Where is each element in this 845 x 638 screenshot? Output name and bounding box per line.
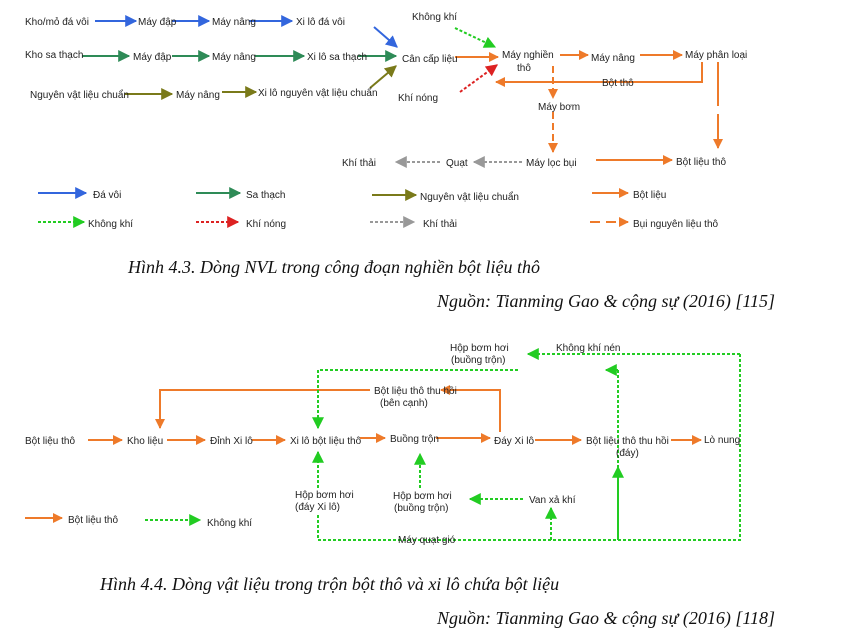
legend-label-dust: Bụi nguyên liệu thô (633, 219, 719, 230)
node-fan: Quạt (446, 158, 468, 169)
node-elevator-2: Máy nâng (212, 52, 256, 63)
node-silo: Xi lô bột liệu thô (290, 436, 362, 447)
legend-fig2: Bột liệu thô Không khí (25, 513, 252, 529)
node-steam-box-top-line2: (buồng trộn) (451, 354, 505, 366)
legend-label-std: Nguyên vật liệu chuẩn (420, 191, 519, 203)
arrow-air-in (454, 27, 497, 48)
node-crusher-2: Máy đập (133, 52, 172, 63)
air-top-loop (312, 369, 518, 430)
arrow-side-storage (155, 389, 370, 429)
legend-fig1: Đá vôi Sa thạch Nguyên vật liệu chuẩn Bộ… (38, 187, 719, 230)
caption-fig-4-4: Hình 4.4. Dòng vật liệu trong trộn bột t… (99, 574, 559, 594)
node-steam-box-bottom: Hộp bơm hơi (295, 490, 354, 501)
node-quarry-limestone: Kho/mỏ đá vôi (25, 16, 89, 28)
legend-label-hot-air: Khí nóng (246, 219, 286, 230)
node-recovered-bottom: Bột liệu thô thu hồi (586, 435, 669, 447)
node-return-meal: Bột thô (602, 78, 634, 89)
node-dust-filter: Máy lọc bụi (526, 158, 577, 169)
node-feeder: Cân cấp liệu (402, 53, 458, 65)
node-silo-std: Xi lô nguyên vật liệu chuẩn (258, 87, 378, 99)
node-kiln: Lò nung (704, 435, 740, 446)
node-steam-box-bottom-line2: (đáy Xi lô) (295, 502, 340, 513)
node-elevator-1: Máy nâng (212, 17, 256, 28)
legend-label-limestone: Đá vôi (93, 190, 121, 201)
node-pump: Máy bơm (538, 102, 580, 113)
node-exhaust: Khí thải (342, 158, 376, 169)
node-storage: Kho liệu (127, 436, 163, 447)
node-separator: Máy phân loại (685, 50, 747, 61)
node-elevator-4: Máy nâng (591, 53, 635, 64)
node-std-material: Nguyên vật liệu chuẩn (30, 89, 129, 101)
node-raw-meal-in: Bột liệu thô (25, 436, 75, 447)
caption-fig-4-3: Hình 4.3. Dòng NVL trong công đoạn nghiề… (127, 257, 540, 277)
source-fig-4-4: Nguồn: Tianming Gao & cộng sự (2016) [11… (436, 608, 775, 629)
node-silo-limestone: Xi lô đá vôi (296, 17, 345, 28)
figure-4-4: Bột liệu thô Kho liệu Đỉnh Xi lô Xi lô b… (25, 343, 775, 629)
figure-4-3: Kho/mỏ đá vôi Máy đập Máy nâng Xi lô đá … (25, 12, 775, 312)
arrow-separator-return (495, 62, 703, 87)
node-crusher-1: Máy đập (138, 17, 177, 28)
node-air-in: Không khí (412, 12, 457, 23)
node-mix-chamber: Buồng trộn (390, 433, 439, 445)
legend-label-sand: Sa thạch (246, 190, 285, 201)
legend-label-air: Không khí (88, 219, 133, 230)
legend-label-air2: Không khí (207, 518, 252, 529)
arrow-hot-air (459, 64, 498, 93)
node-vent-valve: Van xả khí (529, 495, 576, 506)
node-hot-air: Khí nóng (398, 93, 438, 104)
node-compressed-air: Không khí nén (556, 343, 621, 354)
legend-label-raw-meal: Bột liệu thô (68, 515, 118, 526)
air-compressed-in (317, 354, 741, 541)
legend-label-exhaust: Khí thải (423, 219, 457, 230)
node-mill-line2: thô (517, 63, 531, 74)
node-silo-top: Đỉnh Xi lô (210, 435, 253, 447)
node-steam-box-top: Hộp bơm hơi (450, 343, 509, 354)
legend-label-meal: Bột liệu (633, 190, 666, 201)
node-silo-bottom: Đáy Xi lô (494, 436, 534, 447)
node-steam-box-mix: Hộp bơm hơi (393, 491, 452, 502)
node-elevator-3: Máy nâng (176, 90, 220, 101)
source-fig-4-3: Nguồn: Tianming Gao & cộng sự (2016) [11… (436, 291, 775, 312)
node-recovered-side-line2: (bên cạnh) (380, 398, 428, 409)
node-recovered-side: Bột liệu thô thu hồi (374, 385, 457, 397)
node-raw-meal: Bột liệu thô (676, 157, 726, 168)
node-blower: Máy quạt gió (398, 535, 456, 546)
node-recovered-bottom-line2: (đáy) (616, 448, 639, 459)
node-steam-box-mix-line2: (buồng trộn) (394, 502, 448, 514)
arrow-bottom-recovered-side (440, 385, 501, 432)
arrow-std-3 (369, 65, 397, 89)
arrow-limestone-4 (373, 26, 398, 48)
node-sand-storage: Kho sa thạch (25, 50, 83, 61)
node-silo-sand: Xi lô sa thạch (307, 52, 367, 63)
node-mill: Máy nghiền (502, 49, 554, 61)
